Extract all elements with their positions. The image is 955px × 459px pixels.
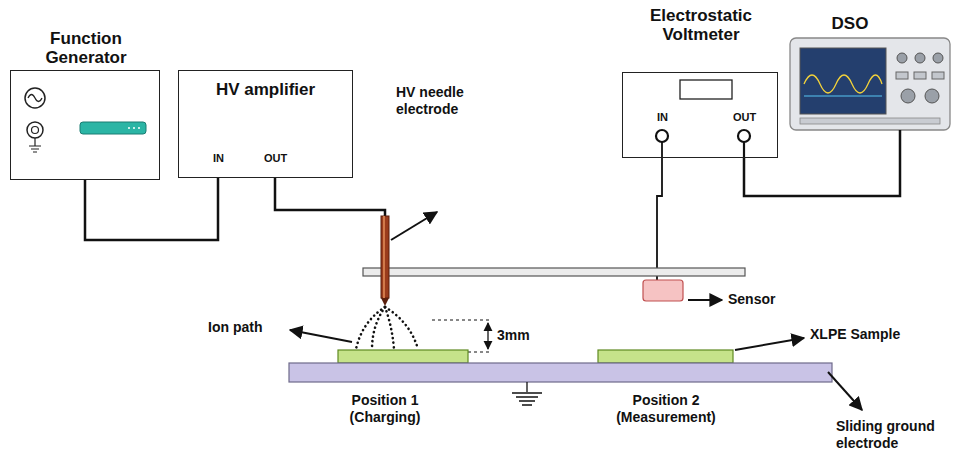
callout-label: Sliding ground electrode bbox=[836, 418, 950, 452]
instrument-box: HV amplifierIN OUT bbox=[178, 70, 353, 178]
display-dots bbox=[128, 127, 140, 129]
knob bbox=[925, 89, 939, 103]
terminal-label: IN bbox=[657, 111, 668, 124]
knob bbox=[901, 89, 915, 103]
out-wire bbox=[743, 142, 745, 158]
callout-label: Position 2 (Measurement) bbox=[600, 392, 732, 426]
sensor-probe bbox=[643, 280, 683, 301]
hv-wire bbox=[275, 178, 385, 216]
out-terminal bbox=[738, 130, 750, 142]
knob bbox=[915, 53, 925, 63]
dimension-line bbox=[432, 320, 492, 352]
callout-label: HV needle electrode bbox=[396, 84, 488, 118]
signal-cable bbox=[744, 130, 900, 196]
output-connector-core bbox=[32, 127, 39, 134]
needle-electrode bbox=[381, 216, 389, 298]
leader-arrow bbox=[828, 372, 862, 410]
callout-label: Ion path bbox=[208, 319, 262, 336]
waveform bbox=[804, 96, 882, 97]
xlpe-sample bbox=[338, 350, 468, 363]
button bbox=[914, 72, 926, 79]
knob bbox=[933, 53, 943, 63]
in-terminal bbox=[656, 130, 668, 142]
sensor-wire bbox=[657, 142, 662, 281]
terminal-label: OUT bbox=[733, 111, 756, 124]
ground-electrode bbox=[289, 363, 832, 382]
terminal-label: OUT bbox=[264, 152, 287, 165]
instrument-title: Electrostatic Voltmeter bbox=[626, 6, 776, 45]
support-plate bbox=[363, 268, 745, 276]
instrument-title: Function Generator bbox=[21, 29, 151, 68]
callout-label: 3mm bbox=[497, 327, 530, 344]
knob bbox=[897, 53, 907, 63]
oscilloscope-body bbox=[790, 38, 950, 130]
waveform bbox=[804, 75, 882, 93]
display-bar bbox=[80, 122, 146, 134]
oscilloscope-screen bbox=[800, 48, 886, 114]
ground-symbol bbox=[512, 382, 542, 405]
leader-arrow bbox=[735, 338, 804, 350]
callout-label: Position 1 (Charging) bbox=[322, 392, 448, 426]
dimension-arrow bbox=[487, 323, 488, 349]
leader-arrow bbox=[391, 212, 437, 240]
needle-highlight bbox=[383, 216, 385, 298]
xlpe-sample bbox=[598, 350, 733, 363]
instrument-title: HV amplifier bbox=[179, 80, 352, 100]
instrument-box: Function Generator bbox=[10, 70, 160, 180]
callout-label: XLPE Sample bbox=[810, 326, 900, 343]
instrument-box: Electrostatic VoltmeterINOUT bbox=[622, 72, 778, 158]
connector-strip bbox=[800, 118, 940, 124]
needle-tip bbox=[381, 298, 389, 306]
terminal-label: IN bbox=[213, 152, 224, 165]
signal-cable bbox=[85, 178, 218, 240]
instrument-title: DSO bbox=[790, 14, 910, 34]
output-connector bbox=[27, 122, 43, 138]
leader-arrow bbox=[688, 299, 722, 301]
sine-wave bbox=[28, 95, 42, 102]
button bbox=[896, 72, 908, 79]
sine-icon bbox=[25, 88, 45, 108]
ground-icon bbox=[29, 138, 41, 152]
ion-path bbox=[356, 307, 418, 349]
voltmeter-display bbox=[680, 80, 732, 99]
callout-label: Sensor bbox=[728, 291, 775, 308]
leader-arrow bbox=[290, 330, 352, 342]
button bbox=[932, 72, 944, 79]
oscilloscope: DSO bbox=[790, 38, 950, 130]
